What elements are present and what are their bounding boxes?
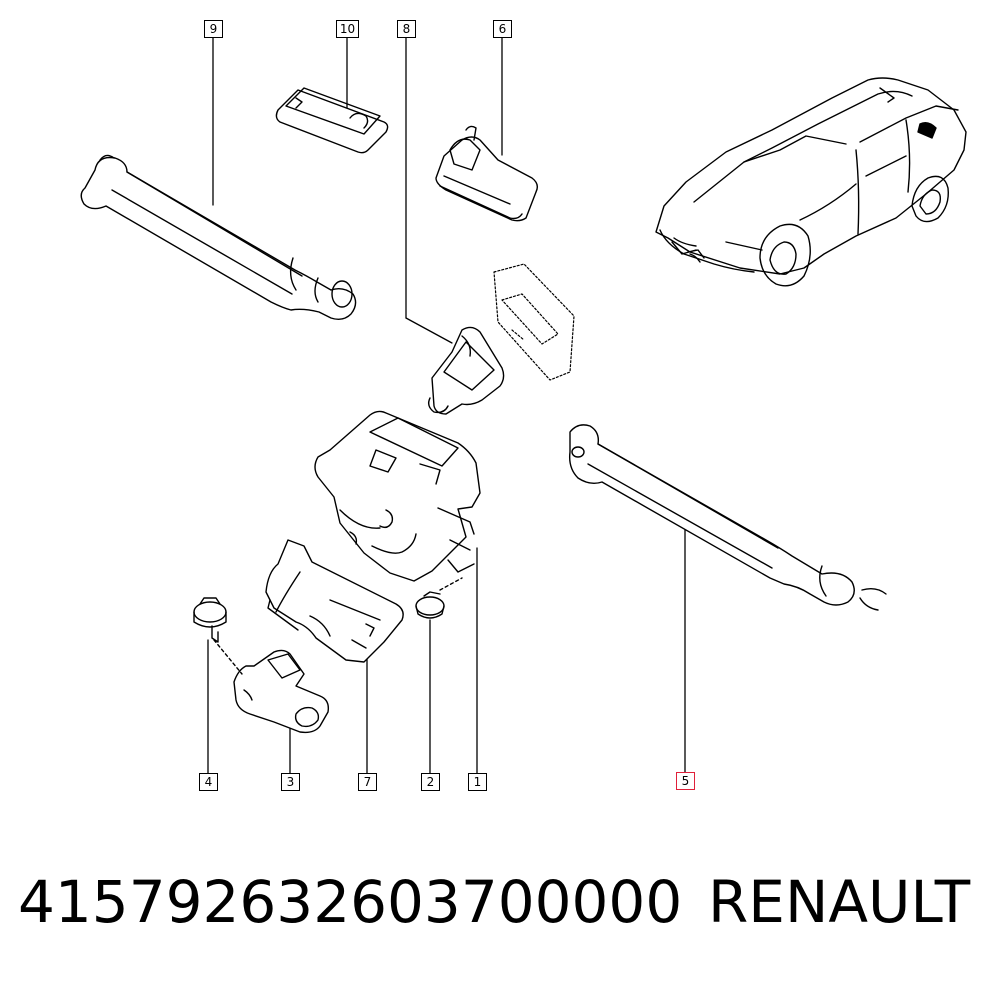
callout-3: 3 bbox=[281, 773, 300, 791]
brand-name: RENAULT bbox=[708, 868, 971, 936]
callout-2: 2 bbox=[421, 773, 440, 791]
gas-strut-right bbox=[568, 424, 887, 611]
callout-6: 6 bbox=[493, 20, 512, 38]
footer: 415792632603700000 RENAULT bbox=[0, 868, 1000, 948]
ghost-handle bbox=[493, 263, 575, 381]
part-number: 415792632603700000 bbox=[18, 868, 683, 936]
plate-light-housing bbox=[435, 125, 539, 222]
lock-connector bbox=[427, 326, 505, 415]
plate-light-lens bbox=[275, 87, 389, 154]
striker-plate bbox=[265, 539, 404, 663]
callout-9: 9 bbox=[204, 20, 223, 38]
mounting-bracket bbox=[233, 649, 330, 734]
lock-body bbox=[314, 410, 481, 582]
leader-lines bbox=[207, 36, 686, 774]
bolt bbox=[193, 597, 243, 675]
callout-4: 4 bbox=[199, 773, 218, 791]
gas-strut-left bbox=[80, 154, 357, 321]
car-illustration bbox=[655, 77, 967, 287]
callout-7: 7 bbox=[358, 773, 377, 791]
screw bbox=[415, 577, 463, 619]
callout-8: 8 bbox=[397, 20, 416, 38]
callout-5: 5 bbox=[676, 772, 695, 790]
callout-1: 1 bbox=[468, 773, 487, 791]
callout-10: 10 bbox=[336, 20, 359, 38]
